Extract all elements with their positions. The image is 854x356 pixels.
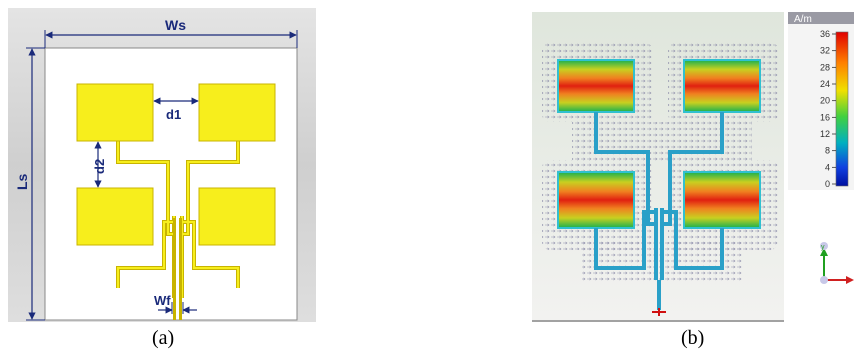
colorbar-gradient — [835, 31, 849, 187]
current-patch-bottom-right — [683, 171, 761, 229]
current-patch-bottom-left — [557, 171, 635, 229]
colorbar-tick-label: 16 — [820, 112, 830, 122]
caption-b: (b) — [681, 327, 705, 349]
feed-line-2 — [179, 218, 182, 320]
caption-a: (a) — [152, 327, 175, 349]
colorbar-tick-label: 8 — [825, 146, 830, 156]
ls-label: Ls — [14, 173, 30, 190]
d2-label: d2 — [92, 159, 107, 174]
axis-triad: y — [820, 242, 854, 284]
feed-line — [173, 218, 176, 320]
colorbar-tick-label: 4 — [825, 162, 830, 172]
colorbar-ticks: 36 32 28 24 20 16 12 8 4 0 — [820, 29, 836, 189]
svg-text:y: y — [821, 244, 825, 251]
colorbar-tick-label: 32 — [820, 46, 830, 56]
colorbar-tick-label: 12 — [820, 129, 830, 139]
colorbar-tick-label: 36 — [820, 29, 830, 39]
patch-bottom-right — [198, 187, 276, 246]
surface-current-panel: A/m 36 32 28 24 20 16 12 8 4 0 y — [532, 12, 854, 326]
d1-label: d1 — [166, 107, 181, 122]
current-patch-top-right — [683, 59, 761, 113]
colorbar-unit: A/m — [794, 14, 812, 25]
current-patch-top-left — [557, 59, 635, 113]
patch-top-right — [198, 83, 276, 142]
patch-bottom-left — [76, 187, 154, 246]
colorbar-tick-label: 24 — [820, 79, 830, 89]
wf-label: Wf — [154, 293, 171, 308]
colorbar-tick-label: 0 — [825, 179, 830, 189]
ws-label: Ws — [165, 17, 186, 33]
surface-current-plot: A/m 36 32 28 24 20 16 12 8 4 0 y — [532, 12, 854, 322]
colorbar-tick-label: 20 — [820, 96, 830, 106]
patch-top-left — [76, 83, 154, 142]
antenna-geometry-diagram: Ws Ls d1 — [8, 8, 316, 322]
antenna-geometry-panel: Ws Ls d1 — [8, 8, 316, 322]
colorbar-header — [788, 12, 854, 24]
colorbar-tick-label: 28 — [820, 62, 830, 72]
current-feed-network — [594, 112, 724, 310]
